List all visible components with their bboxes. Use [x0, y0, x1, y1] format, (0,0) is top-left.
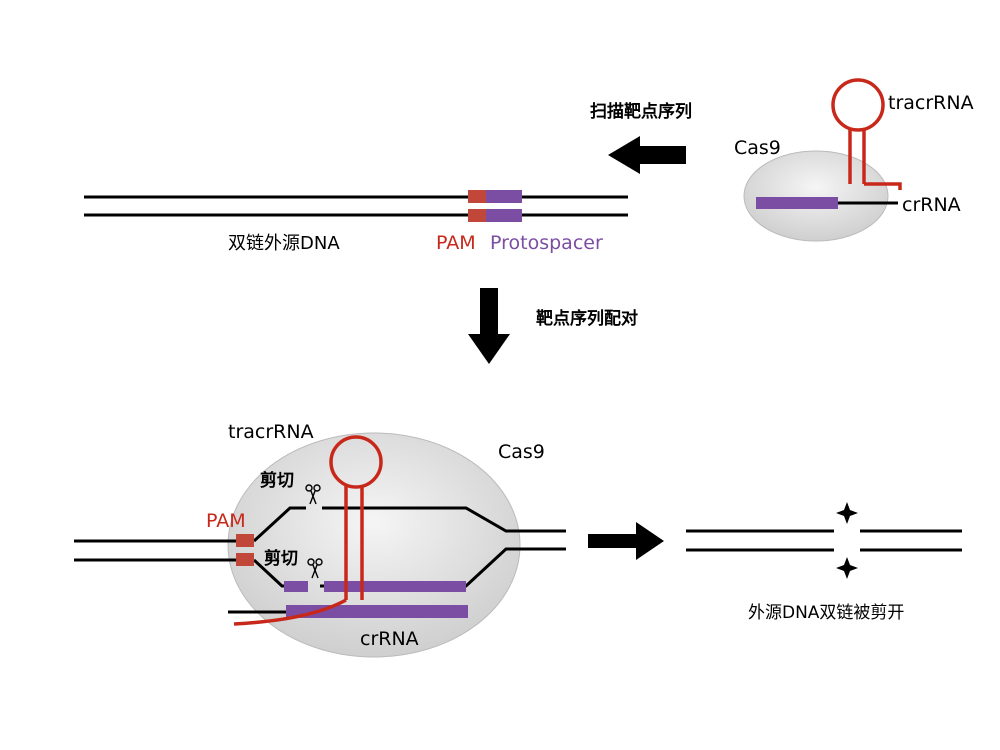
cas9-small-ellipse	[743, 150, 889, 242]
tracrrna-bottom-label: tracrRNA	[228, 421, 314, 443]
pam-top-label: PAM	[436, 232, 476, 254]
result-label: 外源DNA双链被剪开	[748, 603, 904, 623]
cas9-large-ellipse	[227, 432, 521, 658]
tracrrna-bottom	[233, 435, 383, 626]
cas9-top-label: Cas9	[734, 137, 781, 159]
dsdna-top	[84, 195, 628, 217]
star-icon	[836, 557, 858, 579]
cas9-bottom-label: Cas9	[498, 441, 545, 463]
scan-target-label: 扫描靶点序列	[590, 101, 692, 122]
crrna-bottom-label: crRNA	[360, 628, 419, 650]
pam-box-top-2	[468, 209, 486, 222]
protospacer-box-top-2	[486, 209, 522, 222]
cut-top-label: 剪切	[260, 470, 294, 491]
tracrrna-top-label: tracrRNA	[888, 92, 974, 114]
protospacer-label: Protospacer	[490, 232, 603, 254]
cut-bottom-label: 剪切	[264, 548, 298, 569]
protospacer-strand-short	[284, 581, 308, 592]
star-icon	[836, 502, 858, 524]
scissors-icon	[307, 558, 323, 579]
pam-box-bottom-1	[236, 534, 254, 547]
result-arrow	[588, 522, 664, 560]
protospacer-box-top-1	[486, 190, 522, 203]
crrna-protospacer-bar-top	[756, 197, 838, 209]
pam-box-top-1	[468, 190, 486, 203]
tracrrna-top	[831, 78, 902, 190]
scissors-icon	[305, 484, 321, 505]
scan-arrow	[608, 136, 686, 174]
cut-dsdna	[686, 529, 962, 552]
dsdna-label: 双链外源DNA	[228, 233, 340, 254]
crrna-top-label: crRNA	[902, 194, 961, 216]
pairing-label: 靶点序列配对	[536, 308, 638, 329]
pam-box-bottom-2	[236, 553, 254, 566]
pam-bottom-label: PAM	[206, 510, 246, 532]
pairing-arrow	[468, 288, 510, 364]
protospacer-strand-long	[324, 581, 466, 592]
